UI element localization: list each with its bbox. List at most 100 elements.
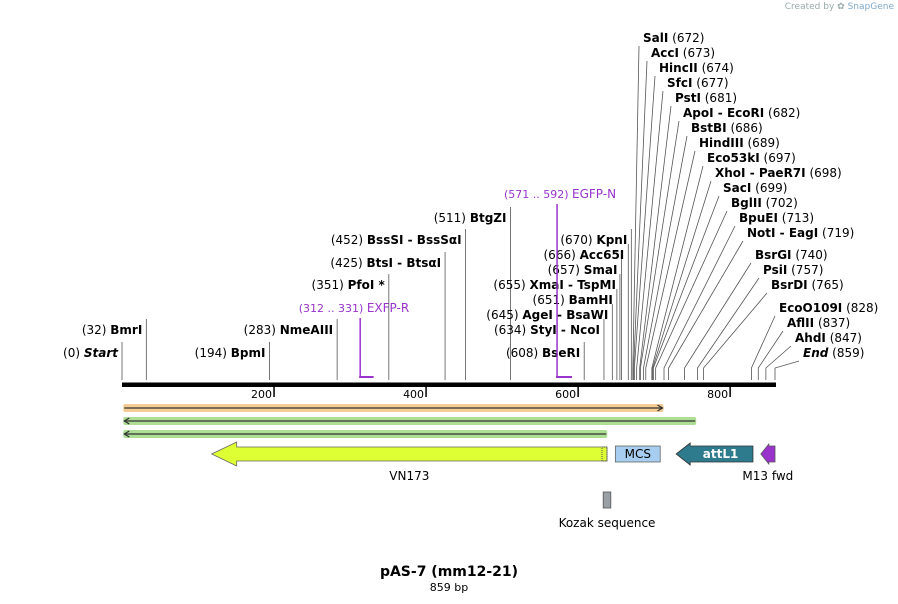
site-leader-line [663,225,736,380]
site-label: EcoO109I (828) [779,301,878,315]
site-name: NmeAIII [280,323,333,337]
site-name: AhdI [795,331,826,345]
backbone [122,382,776,387]
snapgene-logo-icon: ✿ [837,2,845,12]
mcs-box [614,445,661,463]
site-label: BstBI (686) [691,121,763,135]
site-name: AccI [651,46,679,60]
site-bsssi: (452) BssSI - BssSαI [331,229,467,380]
site-name: BtsI [367,256,394,270]
kozak-label: Kozak sequence [559,516,656,530]
site-name-2: NcoI [570,323,600,337]
site-position: (713) [778,211,814,225]
site-position: (452) [331,233,367,247]
site-label: BsrDI (765) [771,278,844,292]
orf-arrowhead [657,404,664,412]
snapgene-credit: Created by ✿ SnapGene [785,2,894,12]
site-name: BseRI [542,346,580,360]
site-position: (672) [668,31,704,45]
site-position: (719) [818,226,854,240]
site-leader-line [643,135,688,380]
site-name: BtgZI [470,211,507,225]
site-label: (670) KpnI [560,233,627,247]
orf-arrowhead [123,417,130,425]
site-position: (682) [764,106,800,120]
m13-fwd-label: M13 fwd [742,469,793,483]
site-psii: PsiI (757) [697,263,823,380]
site-separator: - [714,106,727,120]
site-name: End [803,346,829,360]
kozak-box [602,491,612,509]
site-position: (645) [486,308,522,322]
site-bpuei: BpuEI (713) [663,211,814,380]
site-leader-line [632,45,640,380]
site-leader-line [636,90,664,380]
site-xmai: (655) XmaI - TspMI [493,274,621,380]
site-label: (0) Start [63,346,119,360]
site-btsi: (425) BtsI - BtsαI [330,252,446,380]
mcs-label: MCS [625,447,651,461]
credit-brand: SnapGene [847,2,894,12]
site-name-2: TspMI [577,278,616,292]
site-label: (608) BseRI [506,346,580,360]
ruler-tick-label: 800 [707,388,728,401]
site-label: PstI (681) [675,91,737,105]
site-separator: - [746,166,759,180]
site-bstbi: BstBI (686) [643,121,763,380]
site-name: BstBI [691,121,727,135]
primer-exfp-r [359,318,374,378]
site-position: (608) [506,346,542,360]
site-acc65i: (666) Acc65I [544,244,629,380]
site-eco53ki: Eco53kI (697) [651,151,796,380]
site-label: PsiI (757) [763,263,823,277]
site-bseri: (608) BseRI [506,342,585,380]
site-label: NotI - EagI (719) [747,226,854,240]
site-label: (511) BtgZI [434,211,507,225]
ruler-tick-label: 200 [251,388,272,401]
site-name: Acc65I [580,248,625,262]
site-name: SmaI [584,263,618,277]
site-label: (283) NmeAIII [244,323,333,337]
site-name: XmaI [530,278,564,292]
site-position: (670) [560,233,596,247]
site-pfoi: (351) PfoI * [312,274,390,380]
site-separator: - [776,226,789,240]
site-name-2: BtsαI [406,256,441,270]
site-bpmi: (194) BpmI [195,342,270,380]
site-agei: (645) AgeI - BsaWI [486,304,613,380]
site-label: SacI (699) [723,181,787,195]
site-position: (425) [330,256,366,270]
site-leader-line [668,240,744,380]
primer-name: EXFP-R [367,301,409,315]
site-bsrgi: BsrGI (740) [684,248,828,380]
site-position: (651) [533,293,569,307]
site-position: (283) [244,323,280,337]
site-label: HindIII (689) [699,136,780,150]
site-position: (655) [493,278,529,292]
vn173-label: VN173 [389,469,429,483]
site-leader-line [651,165,704,380]
site-name: BssSI [367,233,404,247]
site-position: (765) [808,278,844,292]
site-label: BpuEI (713) [739,211,814,225]
site-position: (697) [760,151,796,165]
site-name-2: EcoRI [727,106,764,120]
site-label: End (859) [803,346,864,360]
site-name: Eco53kI [707,151,760,165]
site-separator: - [557,323,570,337]
site-leader-line [652,180,712,380]
site-position: (673) [679,46,715,60]
site-label: (194) BpmI [195,346,266,360]
site-saci: SacI (699) [652,181,787,380]
orf-arrowhead [123,430,130,438]
site-label: (666) Acc65I [544,248,625,262]
site-leader-line [652,195,720,380]
site-name-2: BssSαI [417,233,462,247]
site-label: HincII (674) [659,61,734,75]
site-name: BamHI [569,293,613,307]
site-name-2: PaeR7I [759,166,806,180]
site-name: BpuEI [739,211,778,225]
site-position: (698) [806,166,842,180]
site-btgzi: (511) BtgZI [434,207,511,380]
ruler-tick-label: 600 [555,388,576,401]
